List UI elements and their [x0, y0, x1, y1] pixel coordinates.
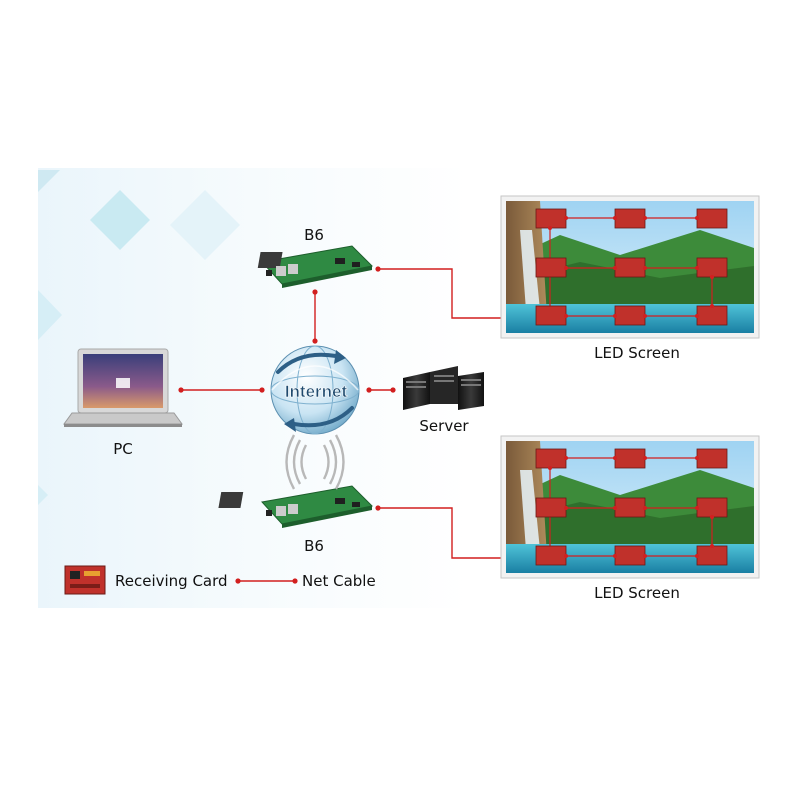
- laptop-pc-icon: [63, 348, 183, 427]
- b6-board-top-icon: [257, 245, 374, 288]
- server-icon: [403, 366, 484, 410]
- server-label: Server: [419, 417, 469, 435]
- net-cables: [181, 268, 540, 582]
- cable-b6-top-to-led-top: [378, 268, 540, 319]
- internet-label: Internet: [285, 382, 348, 401]
- legend-receiving-card-label: Receiving Card: [115, 572, 228, 590]
- led-screen-bottom-label: LED Screen: [594, 584, 680, 602]
- wifi-signal-icon: [285, 434, 345, 490]
- cable-endpoints: [178, 266, 396, 584]
- led-screen-bottom: [500, 435, 760, 579]
- led-screen-top: [500, 195, 760, 339]
- b6-bottom-label: B6: [304, 537, 324, 555]
- led-screen-top-label: LED Screen: [594, 344, 680, 362]
- b6-top-label: B6: [304, 226, 324, 244]
- receiving-card-icon: [64, 565, 106, 595]
- legend-net-cable-label: Net Cable: [302, 572, 376, 590]
- pc-label: PC: [113, 440, 133, 458]
- b6-board-bottom-icon: [218, 485, 374, 528]
- cable-b6-bottom-to-led-bottom: [378, 507, 540, 559]
- internet-globe-icon: [270, 345, 360, 435]
